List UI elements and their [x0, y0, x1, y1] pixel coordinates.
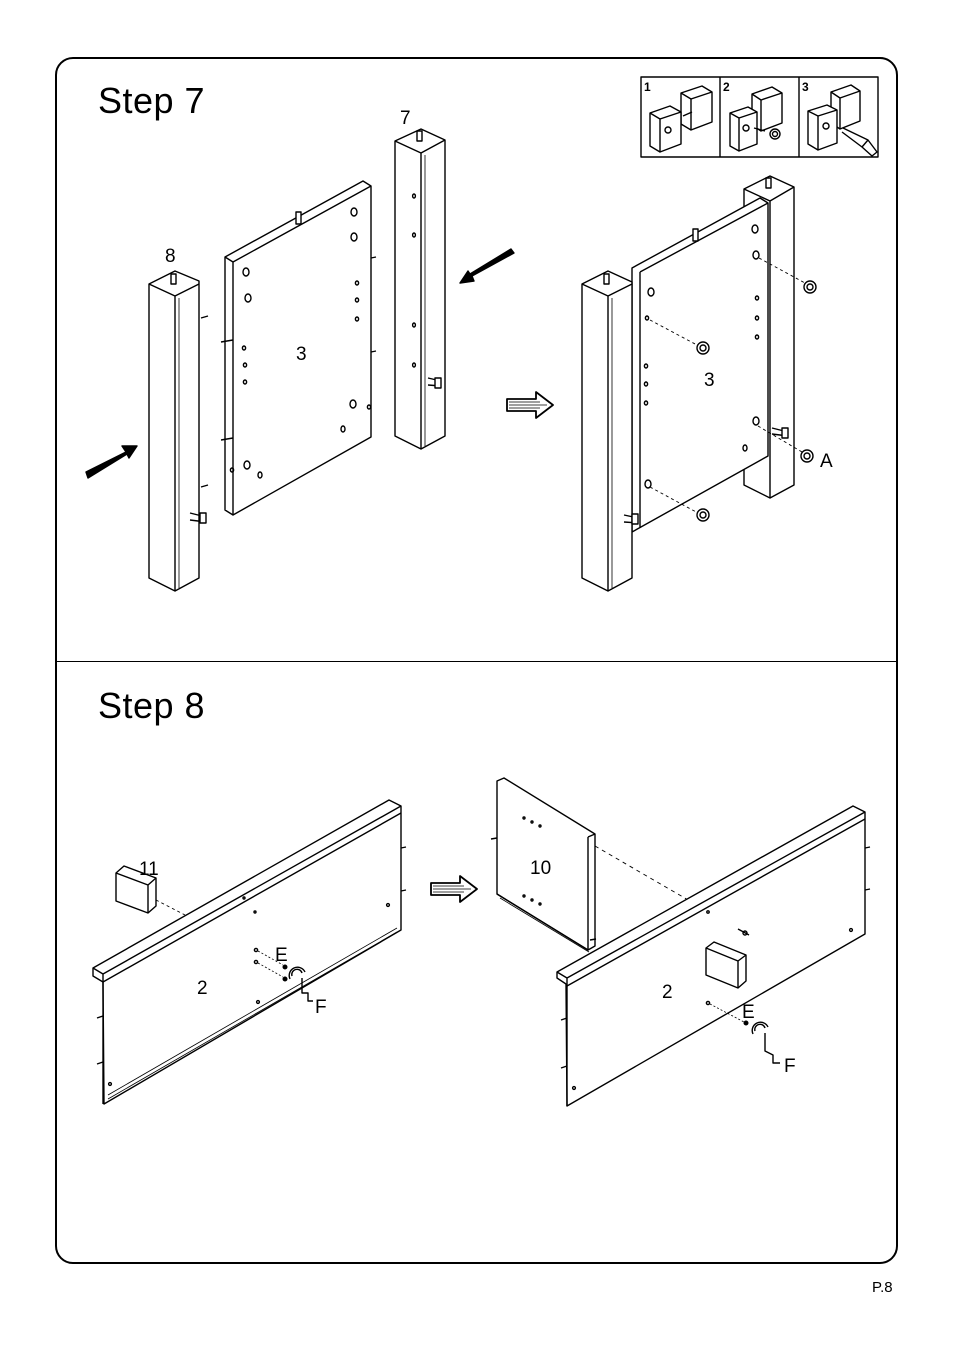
arrow-in-left — [86, 446, 137, 478]
arrow-next-step7 — [507, 392, 553, 418]
label-part-e: E — [275, 945, 288, 966]
leg-7 — [395, 129, 445, 449]
label-block-11: 11 — [139, 859, 159, 880]
label-leg-7: 7 — [400, 108, 411, 129]
inset-number-2: 2 — [723, 80, 730, 94]
arrow-in-right — [460, 249, 514, 283]
inset-number-1: 1 — [644, 80, 651, 94]
label-panel-3-assembled: 3 — [704, 370, 715, 391]
label-leg-8: 8 — [165, 246, 176, 267]
leg-8 — [149, 271, 208, 591]
inset-number-3: 3 — [802, 80, 809, 94]
assembled-frame — [582, 176, 816, 591]
label-hardware-a: A — [820, 451, 833, 472]
label-part-f: F — [315, 997, 327, 1018]
label-panel-2-assembled: 2 — [662, 982, 673, 1003]
label-part-f-2: F — [784, 1056, 796, 1077]
cam-lock-inset: 1 2 3 — [641, 77, 878, 157]
panel-2-left — [93, 800, 406, 1104]
label-panel-2: 2 — [197, 978, 208, 999]
label-panel-10: 10 — [530, 858, 551, 879]
label-part-e-2: E — [742, 1002, 755, 1023]
arrow-next-step8 — [431, 876, 477, 902]
label-panel-3: 3 — [296, 344, 307, 365]
